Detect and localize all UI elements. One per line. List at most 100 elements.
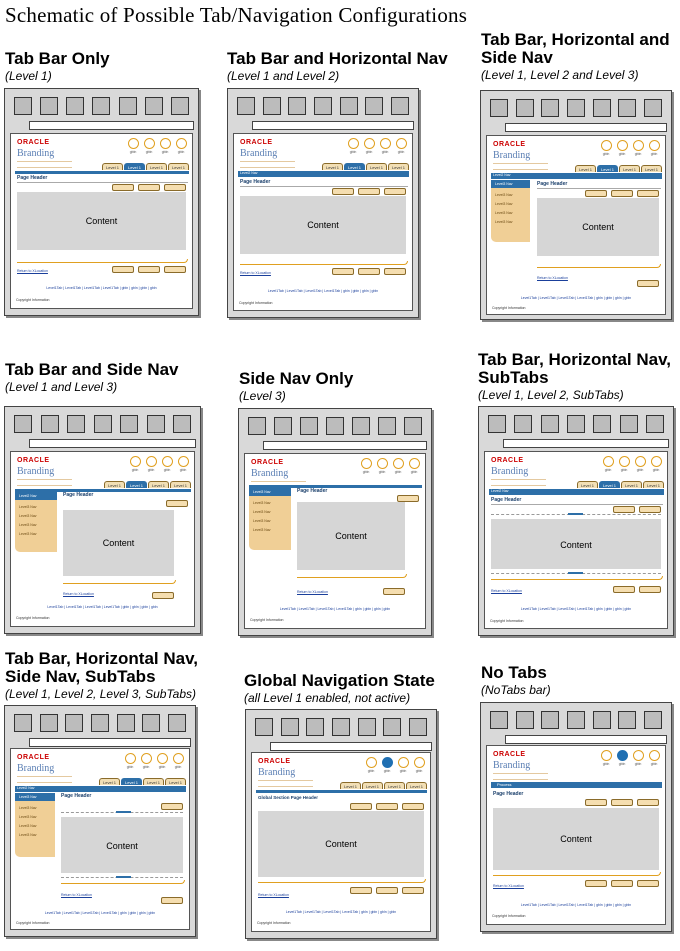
footer-rule	[258, 879, 426, 883]
global-circle-active-icon	[381, 757, 393, 768]
global-button: gbln	[631, 750, 645, 766]
placeholder-button	[376, 887, 398, 894]
address-bar	[29, 738, 191, 747]
cell-global-navigation-state: Global Navigation State (all Level 1 ena…	[244, 671, 474, 706]
toolbar-icons	[14, 415, 191, 433]
tab-active: Level 1	[124, 163, 145, 170]
button-row-bottom	[637, 280, 659, 287]
tab-bar: Level 1 Level 1 Level 1 Level 1	[104, 481, 191, 488]
address-bar	[29, 121, 194, 130]
toolbar-icons	[237, 97, 409, 115]
global-button: gbln	[174, 138, 188, 154]
copyright: Copyright Information	[490, 619, 524, 623]
branding: Branding	[493, 150, 531, 161]
cell-subtitle: (Level 1 and Level 3)	[5, 380, 118, 394]
branding-lines	[493, 773, 548, 780]
toolbar-square-icon	[66, 97, 85, 115]
global-circle-icon	[632, 750, 644, 761]
toolbar-square-icon	[274, 417, 292, 435]
global-label: gbln	[394, 470, 402, 474]
button-row-top	[350, 803, 424, 810]
side-nav-item: Level3 Nav	[253, 501, 271, 505]
global-label: gbln	[650, 762, 658, 766]
global-button: gbln	[615, 140, 629, 156]
cell-tab-bar-horizontal-side-nav: Tab Bar, Horizontal and Side Nav (Level …	[481, 31, 679, 83]
global-circle-icon	[161, 456, 173, 467]
global-button: gbln	[160, 456, 174, 472]
global-buttons: gbln gbln gbln gbln	[123, 753, 185, 769]
global-label: gbln	[131, 468, 139, 472]
toolbar-square-icon	[300, 417, 318, 435]
global-circle-icon	[632, 140, 644, 151]
device-mockup: ORACLE Branding gbln gbln gbln gbln Leve…	[238, 408, 432, 636]
footer-rule	[491, 576, 663, 580]
global-button: gbln	[599, 140, 613, 156]
toolbar-square-icon	[541, 99, 560, 117]
global-circle-icon	[413, 757, 425, 768]
side-nav-item-active: Level3 Nav	[491, 180, 530, 188]
placeholder-button	[384, 188, 406, 195]
placeholder-button	[358, 188, 380, 195]
branding: Branding	[493, 760, 531, 771]
cell-subtitle: (Level 1, Level 2, Level 3, SubTabs)	[5, 687, 197, 701]
oracle-logo: ORACLE	[491, 457, 524, 464]
placeholder-button	[138, 184, 160, 191]
global-label: gbln	[604, 468, 612, 472]
tab: Level 1	[340, 782, 361, 789]
content-label: Content	[307, 220, 339, 231]
tab: Level 1	[99, 778, 120, 785]
placeholder-button	[397, 495, 419, 502]
global-circle-icon	[600, 140, 612, 151]
tab-bar: Level 1 Level 1 Level 1 Level 1	[340, 782, 427, 789]
subtab-active	[115, 876, 131, 878]
toolbar-square-icon	[65, 714, 84, 732]
toolbar-square-icon	[248, 417, 266, 435]
footer-rule	[537, 264, 661, 268]
copyright: Copyright Information	[239, 301, 273, 305]
cell-subtitle: (Level 1 and Level 2)	[227, 69, 340, 83]
global-circle-icon	[634, 456, 646, 467]
oracle-logo: ORACLE	[258, 758, 291, 765]
global-circle-icon	[365, 757, 377, 768]
global-button: gbln	[176, 456, 190, 472]
placeholder-button	[376, 803, 398, 810]
placeholder-button	[611, 190, 633, 197]
horizontal-nav-label: Level2 Nav	[17, 786, 35, 790]
side-nav-item: Level3 Nav	[19, 532, 37, 536]
subtabs-bar	[491, 513, 661, 517]
side-nav-item: Level3 Nav	[253, 519, 271, 523]
toolbar-square-icon	[146, 415, 165, 433]
tab: Level 1	[643, 481, 664, 488]
placeholder-button	[402, 887, 424, 894]
global-circle-icon	[159, 138, 171, 149]
toolbar-square-icon	[540, 415, 559, 433]
tab-underline-bar	[15, 489, 191, 492]
button-row-bottom	[332, 268, 406, 275]
tab: Level 1	[104, 481, 125, 488]
global-label: gbln	[365, 150, 373, 154]
global-button: gbln	[647, 750, 661, 766]
footer-links: Level1Tab | Level1Tab | Level1Tab | Leve…	[47, 605, 158, 609]
return-link: Return to XLocation	[537, 276, 568, 280]
app-screen: ORACLE Branding gbln gbln gbln gbln Leve…	[10, 748, 190, 930]
global-buttons: gbln gbln gbln gbln	[599, 750, 661, 766]
toolbar-icons	[490, 99, 662, 117]
global-button: gbln	[364, 757, 378, 773]
global-label: gbln	[378, 470, 386, 474]
side-nav-item: Level3 Nav	[19, 806, 37, 810]
footer-links: Level1Tab | Level1Tab | Level1Tab | Leve…	[520, 296, 632, 300]
placeholder-button	[166, 500, 188, 507]
global-circle-icon	[616, 140, 628, 151]
toolbar-square-icon	[39, 714, 58, 732]
oracle-logo: ORACLE	[240, 139, 273, 146]
placeholder-button	[112, 184, 134, 191]
toolbar-square-icon	[40, 415, 59, 433]
global-circle-icon	[124, 753, 136, 764]
global-buttons: gbln gbln gbln gbln	[599, 140, 661, 156]
app-screen: ORACLE Branding gbln gbln gbln gbln Leve…	[233, 133, 413, 311]
footer-rule	[297, 574, 407, 578]
cell-title: Global Navigation State	[244, 671, 435, 690]
device-mockup: ORACLE Branding gbln gbln gbln gbln Proc…	[480, 702, 672, 932]
button-row-top	[397, 495, 419, 502]
tab-underline-bar	[249, 485, 422, 488]
